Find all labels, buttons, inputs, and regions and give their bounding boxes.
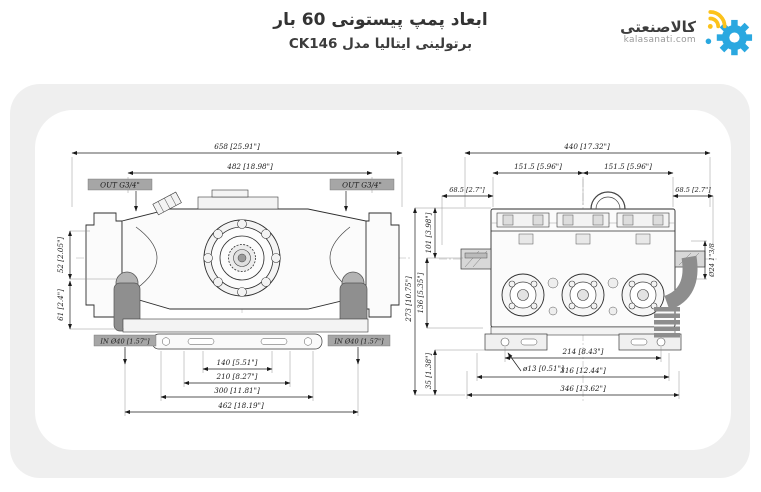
mount-slot: [187, 338, 215, 345]
outlet-right-highlight: [329, 178, 395, 191]
gear-icon: [705, 19, 753, 56]
dim-foot-pitch: 214 [8.43"]: [562, 347, 604, 356]
dim-head-pitch-right: 151.5 [5.96"]: [604, 162, 652, 171]
outlet-right-label: OUT G3/4": [342, 181, 382, 190]
top-cover: [197, 196, 279, 210]
inlet-left-label: IN Ø40 [1.57"]: [99, 338, 150, 346]
dim-shaft-right: 68.5 [2.7"]: [675, 186, 711, 194]
feet-rail: [122, 318, 369, 333]
page-title: ابعاد پمپ پیستونی 60 بار: [273, 10, 488, 30]
dim-shaft-spec: Ø24 1"3/8: [708, 243, 716, 278]
feet: [484, 333, 682, 351]
side-view-drawing: OUT G3/4" OUT G3/4" IN Ø40 [1.57"] IN Ø4…: [56, 142, 410, 416]
top-view-drawing: 440 [17.32"] 151.5 [5.96"] 151.5 [5.96"]…: [405, 142, 717, 401]
mount-slot: [260, 338, 288, 345]
foot-hole: [656, 337, 666, 347]
filler-cap: [211, 189, 249, 198]
inlet-right-highlight: [327, 334, 391, 347]
dim-hole-dia: ø13 [0.51"]: [522, 364, 564, 373]
brand-logo[interactable]: کالاصنعتی kalasanati.com: [620, 6, 753, 58]
side-dimension-lines: [68, 151, 403, 414]
valve-heads: [501, 273, 665, 317]
header: ابعاد پمپ پیستونی 60 بار برتولینی ایتالی…: [0, 10, 761, 52]
brand-text: کالاصنعتی kalasanati.com: [620, 19, 696, 46]
gear-signal-icon: [705, 10, 753, 56]
top-extension-lines: [415, 157, 714, 399]
dim-height-lower: 61 [2.4"]: [56, 289, 65, 321]
dim-base-length: 300 [11.81"]: [214, 386, 260, 395]
dim-lower-height: 136 [5.35"]: [416, 272, 425, 313]
dim-foot-height: 35 [1.38"]: [424, 353, 433, 390]
outlet-left-highlight: [87, 178, 153, 191]
outlet-elbow: [654, 255, 698, 338]
pump-side-body: [85, 189, 400, 350]
inlet-right-label: IN Ø40 [1.57"]: [333, 338, 384, 346]
page-subtitle: برتولینی ایتالیا مدل CK146: [288, 36, 473, 52]
inlet-left-highlight: [93, 334, 157, 347]
dim-shaft-left: 68.5 [2.7"]: [449, 186, 485, 194]
head-bolt-groups: [496, 212, 670, 245]
pump-top-body: [460, 191, 706, 351]
dim-slot-pitch: 140 [5.51"]: [217, 358, 258, 367]
dim-overall-width: 440 [17.32"]: [563, 142, 610, 151]
dim-inlet-span: 462 [18.19"]: [217, 401, 264, 410]
dim-height-upper: 52 [2.05"]: [56, 237, 65, 274]
mount-hole: [161, 337, 171, 346]
base-plate: [151, 333, 323, 350]
side-extension-lines: [70, 157, 403, 416]
dipstick: [152, 191, 182, 216]
signal-icon: [707, 10, 727, 29]
mount-hole: [303, 337, 313, 346]
foot-hole: [500, 337, 510, 347]
left-shaft: [460, 248, 492, 270]
left-web: [135, 226, 158, 290]
dim-slot-pitch-outer: 210 [8.27"]: [216, 372, 258, 381]
hose-loop: [590, 191, 626, 210]
top-dimension-lines: [413, 151, 714, 397]
dim-head-pitch-left: 151.5 [5.96"]: [514, 162, 562, 171]
bearing-cover: [203, 219, 281, 297]
outlet-left-label: OUT G3/4": [100, 181, 140, 190]
dim-overall-length: 658 [25.91"]: [214, 142, 260, 151]
dim-base-width: 346 [13.62"]: [560, 384, 606, 393]
dim-upper-span: 482 [18.98"]: [226, 162, 273, 171]
brand-name: کالاصنعتی: [620, 17, 696, 36]
dim-upper-height: 101 [3.98"]: [424, 212, 433, 253]
brand-domain: kalasanati.com: [623, 35, 696, 46]
dim-total-height: 273 [10.75"]: [405, 276, 413, 323]
right-end-cap: [362, 212, 400, 318]
dim-foot-span: 316 [12.44"]: [560, 366, 606, 375]
